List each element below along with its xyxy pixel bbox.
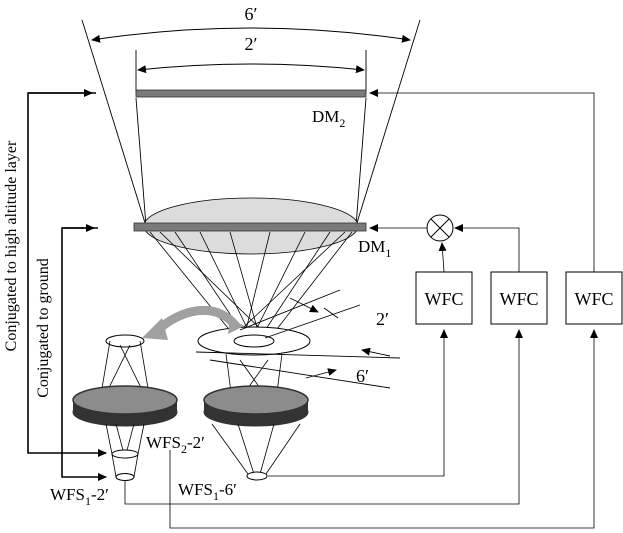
conj-high-label: Conjugated to high altitude layer xyxy=(3,140,20,351)
fov-cone-lines xyxy=(81,19,421,227)
pickoff-ellipse xyxy=(105,334,145,348)
beam-6-label: 6′ xyxy=(356,366,369,386)
wfc-box-2: WFC xyxy=(490,271,548,325)
dm2-mirror xyxy=(135,89,367,98)
wfs-left-lens xyxy=(72,385,178,427)
beam-dimension-lines xyxy=(195,289,401,389)
transfer-arrow-tail xyxy=(228,318,244,334)
conj-ground-label: Conjugated to ground xyxy=(35,258,52,398)
wfs2-label: WFS2-2′ xyxy=(146,433,205,456)
dm2-label: DM2 xyxy=(312,107,345,130)
focal-plane-inner xyxy=(233,334,275,348)
dm1-label: DM1 xyxy=(358,237,391,260)
wfs-right-lens xyxy=(203,385,309,427)
beam-2-label: 2′ xyxy=(376,309,389,329)
wfs-right-rays-bottom xyxy=(211,423,301,475)
wfs1-6-label: WFS1-6′ xyxy=(178,480,237,503)
fov-inner-arc xyxy=(137,63,365,74)
wfc-box-1: WFC xyxy=(415,271,473,325)
fov-outer-label: 6′ xyxy=(245,4,258,24)
transfer-arrow-head xyxy=(142,318,168,340)
wfc-box-3: WFC xyxy=(565,271,623,325)
wfc-3-label: WFC xyxy=(574,289,613,309)
control-lines xyxy=(124,89,598,529)
conjugation-brackets xyxy=(27,89,107,481)
wfs1-left-detector xyxy=(115,473,135,481)
wfs1-2-label: WFS1-2′ xyxy=(50,485,109,508)
fov-outer-arc xyxy=(91,27,411,43)
wfc-2-label: WFC xyxy=(499,289,538,309)
wfc-1-label: WFC xyxy=(424,289,463,309)
wfs-left-rays-bottom xyxy=(105,423,145,478)
wfs2-detector xyxy=(111,449,139,459)
ground-bracket xyxy=(61,227,107,481)
transfer-arrow-body xyxy=(154,305,240,334)
converging-rays xyxy=(149,231,353,339)
summing-junction-icon xyxy=(426,214,454,242)
dm1-mirror xyxy=(133,222,367,232)
wfs1-right-detector xyxy=(246,471,268,481)
fov-inner-label: 2′ xyxy=(245,34,258,54)
